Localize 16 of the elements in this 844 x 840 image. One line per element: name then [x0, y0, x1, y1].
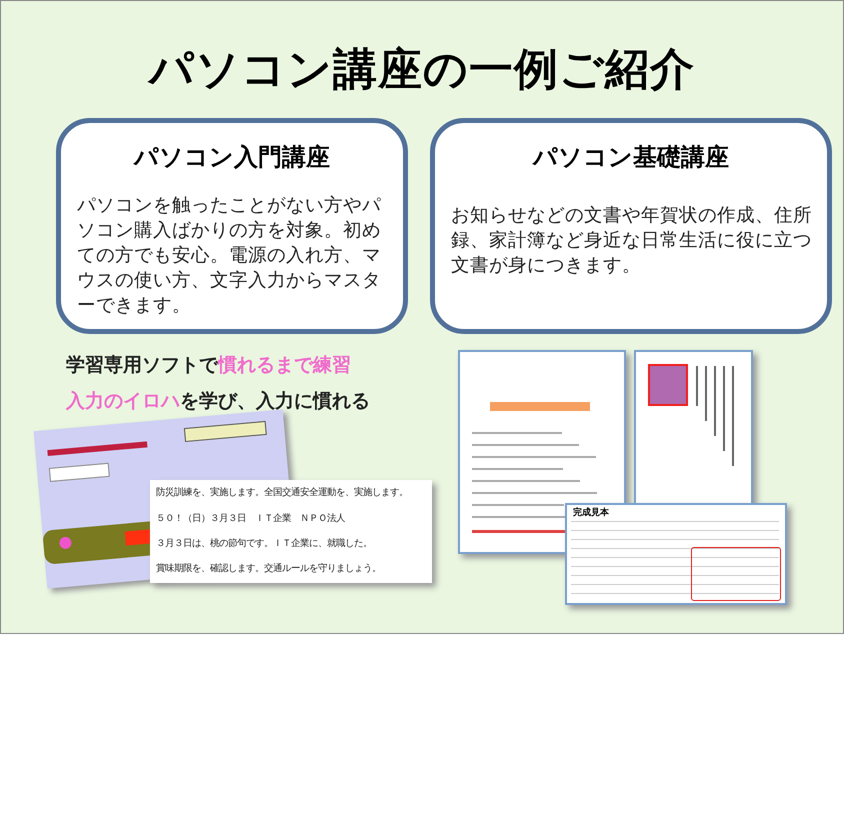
course-description: お知らせなどの文書や年賀状の作成、住所録、家計簿など身近な日常生活に役に立つ文書が身につきます。	[451, 204, 813, 278]
title: パソコン講座の一例ご紹介	[146, 43, 696, 97]
tagline-text: 学習専用ソフトで	[66, 354, 218, 376]
course-box	[430, 118, 832, 334]
tagline-text: 慣れるまで練習	[218, 354, 351, 376]
practice-text: 防災訓練を、実施します。全国交通安全運動を、実施します。	[156, 486, 408, 499]
tagline-text: 入力のイロハ	[66, 390, 180, 412]
tagline-text: を学び、入力に慣れる	[180, 390, 370, 412]
course-heading: パソコン入門講座	[132, 142, 331, 173]
course-heading: パソコン基礎講座	[531, 142, 730, 173]
practice-text: ３月３日は、桃の節句です。ＩＴ企業に、就職した。	[156, 537, 372, 550]
sheet-title: 完成見本	[573, 506, 609, 519]
practice-text: ５０！（日）３月３日 ＩＴ企業 ＮＰＯ法人	[156, 512, 345, 525]
practice-text: 賞味期限を、確認します。交通ルールを守りましょう。	[156, 562, 381, 575]
course-box	[56, 118, 408, 334]
course-description: パソコンを触ったことがない方やパソコン購入ばかりの方を対象。初めての方でも安心。電源の入れ方、マウスの使い方、文字入力からマスターできます。	[77, 194, 382, 318]
